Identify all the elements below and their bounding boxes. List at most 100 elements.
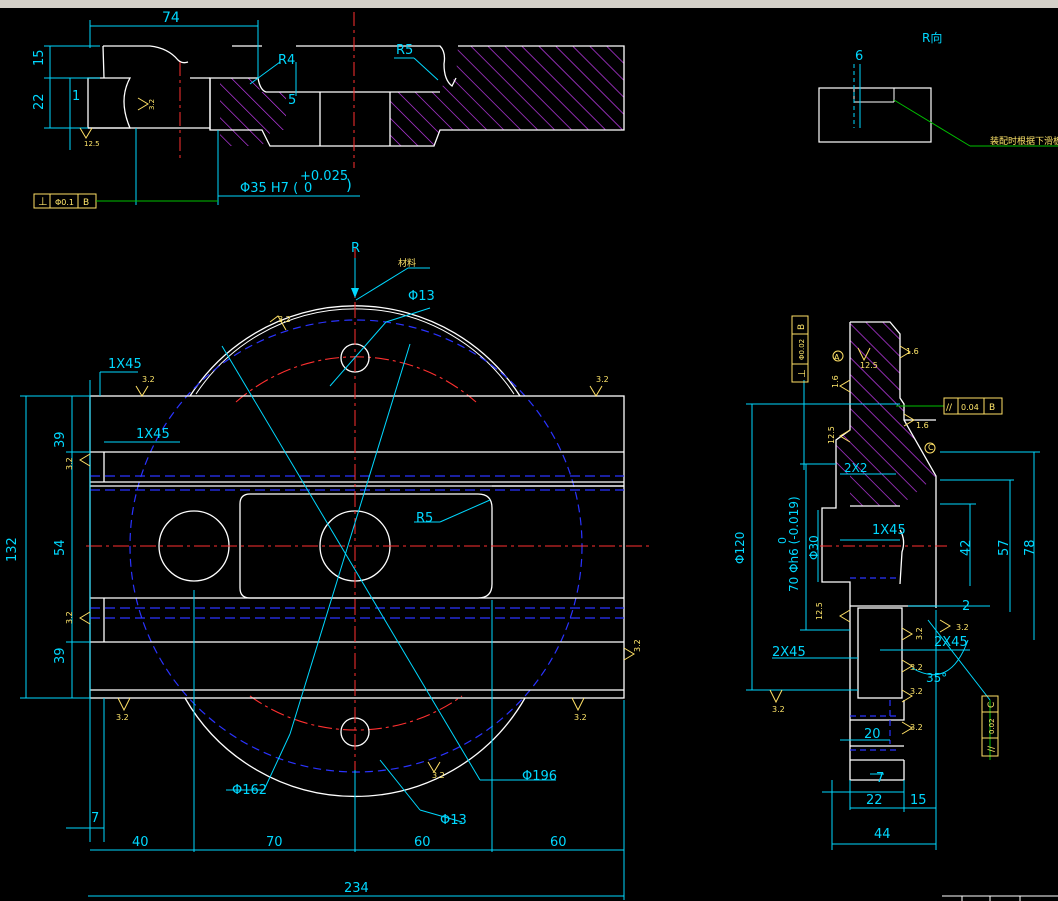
bore-tol-lower: 0 <box>304 181 312 196</box>
main-front-view: R 材料 Φ13 3.2 132 39 54 39 <box>5 241 650 900</box>
side-frame-c-datum: C <box>987 702 997 708</box>
side-rough-12-5b: 12.5 <box>827 426 836 444</box>
dim-7: 7 <box>91 811 99 826</box>
side-dim-44: 44 <box>874 827 891 842</box>
dim-3-2-left-b: 3.2 <box>65 611 74 624</box>
window-top-strip <box>0 0 1058 8</box>
datum-c-circle <box>924 442 936 454</box>
top-view-roughness-marks <box>79 97 149 139</box>
main-left-dim-lines <box>20 371 625 900</box>
side-dim-78: 78 <box>1023 539 1038 556</box>
roughness-3-2: 3.2 <box>148 99 156 110</box>
side-rough-12-5: 12.5 <box>860 361 878 370</box>
dim-15: 15 <box>32 49 47 66</box>
side-rough-3-2-left: 3.2 <box>772 705 785 714</box>
side-dim-20: 20 <box>864 727 881 742</box>
dim-74: 74 <box>162 10 180 26</box>
side-rough-3-2e: 3.2 <box>910 723 923 732</box>
side-dim-70phi: 70 Φh6 (-0.019) <box>787 496 801 592</box>
side-frame-b-datum: B <box>797 324 807 330</box>
side-rough-3-2a: 3.2 <box>915 627 924 640</box>
side-rough-12-5c: 12.5 <box>815 602 824 620</box>
top-view-dim-lines <box>44 20 439 205</box>
dim-132: 132 <box>5 537 20 562</box>
dim-1: 1 <box>72 89 80 104</box>
side-dim-7: 7 <box>876 771 884 786</box>
r-view: R向 6 装配时根据下滑板 <box>818 30 1058 147</box>
side-frame-par <box>943 397 1003 415</box>
rough-right: 3.2 <box>633 639 642 652</box>
side-hatch-top <box>836 322 936 506</box>
title-block-corner <box>942 895 1058 901</box>
dim-39-bottom: 39 <box>53 647 68 664</box>
r-view-title: R向 <box>922 30 942 45</box>
dim-70: 70 <box>266 835 283 850</box>
side-chamfer-2x45a: 2X45 <box>772 645 806 660</box>
dim-40: 40 <box>132 835 149 850</box>
side-rough-1-6c: 1.6 <box>916 421 929 430</box>
hole-top-dia: Φ13 <box>408 289 435 304</box>
side-dim-57: 57 <box>997 539 1012 556</box>
side-rough-3-2d: 3.2 <box>910 687 923 696</box>
side-frame-c-value: 0.02 <box>988 718 996 734</box>
chamfer-1x45-b: 1X45 <box>136 427 170 442</box>
main-diameter-leaders <box>221 267 556 823</box>
side-frame-c-vertical <box>981 695 999 757</box>
r-view-note: 装配时根据下滑板 <box>990 135 1058 147</box>
side-dim-2: 2 <box>962 599 970 614</box>
side-dim-lines <box>746 380 1040 850</box>
side-angle-35: 35° <box>926 671 947 685</box>
dia-162: Φ162 <box>232 783 267 798</box>
dim-54: 54 <box>53 539 68 556</box>
dim-22: 22 <box>32 93 47 110</box>
top-view-hatch-mid <box>220 78 286 146</box>
label-r4: R4 <box>278 53 295 68</box>
rough-bot: 3.2 <box>432 771 445 780</box>
roughness-12-5: 12.5 <box>84 140 100 148</box>
side-rough-1-6b: 1.6 <box>831 375 840 388</box>
datum-a-circle <box>832 350 844 362</box>
side-frame-par-datum: B <box>989 403 995 413</box>
dim-60-b: 60 <box>550 835 567 850</box>
label-material: 材料 <box>398 257 416 269</box>
perp-value: Φ0.1 <box>55 198 74 207</box>
side-leaders <box>896 405 991 760</box>
top-section-view: 74 15 22 1 12.5 3.2 R4 R5 5 Φ35 H7 ( +0.… <box>32 10 625 209</box>
dim-234: 234 <box>344 881 369 896</box>
arrow-r-label: R <box>351 241 360 256</box>
side-outline <box>821 321 937 781</box>
r-view-dim-6: 6 <box>855 49 863 64</box>
side-roughness-marks <box>769 345 951 735</box>
side-frame-b-value: Φ0.02 <box>798 339 806 360</box>
main-roughness-marks <box>79 315 635 773</box>
rough-br: 3.2 <box>574 713 587 722</box>
label-r5: R5 <box>396 43 413 58</box>
side-frame-b-symbol: ⊥ <box>797 369 808 378</box>
side-rough-3-2c: 3.2 <box>910 663 923 672</box>
bore-tol-upper: +0.025 <box>300 169 348 184</box>
dim-5: 5 <box>288 93 296 108</box>
rough-bl: 3.2 <box>116 713 129 722</box>
side-circle-a: A <box>834 353 840 362</box>
side-rough-3-2b: 3.2 <box>956 623 969 632</box>
side-dim-70phi-upper: 0 <box>776 537 789 544</box>
pitch-arc-top <box>235 356 477 403</box>
side-rough-1-6a: 1.6 <box>906 347 919 356</box>
main-body-outline <box>89 395 625 699</box>
side-hidden-lines <box>850 577 900 751</box>
rough-tl: 3.2 <box>142 375 155 384</box>
side-frame-par-symbol: // <box>946 403 953 413</box>
pitch-arc-bottom <box>249 695 463 731</box>
side-dim-phi120: Φ120 <box>733 532 747 564</box>
main-hidden-lines <box>90 475 624 619</box>
side-dim-phi30: Φ30 <box>807 535 821 560</box>
side-frame-c-symbol: // <box>987 745 997 752</box>
side-section-view: 12.5 1.6 1.6 1.6 12.5 A C 2X2 Φ120 70 Φh… <box>733 315 1040 850</box>
side-chamfer-2x2: 2X2 <box>844 461 868 475</box>
dim-39-top: 39 <box>53 431 68 448</box>
side-dim-22: 22 <box>866 793 883 808</box>
dim-3-2-left-a: 3.2 <box>65 457 74 470</box>
cad-drawing-canvas[interactable]: 74 15 22 1 12.5 3.2 R4 R5 5 Φ35 H7 ( +0.… <box>0 8 1058 901</box>
hole-bottom-dia: Φ13 <box>440 813 467 828</box>
perp-symbol: ⊥ <box>38 195 48 208</box>
